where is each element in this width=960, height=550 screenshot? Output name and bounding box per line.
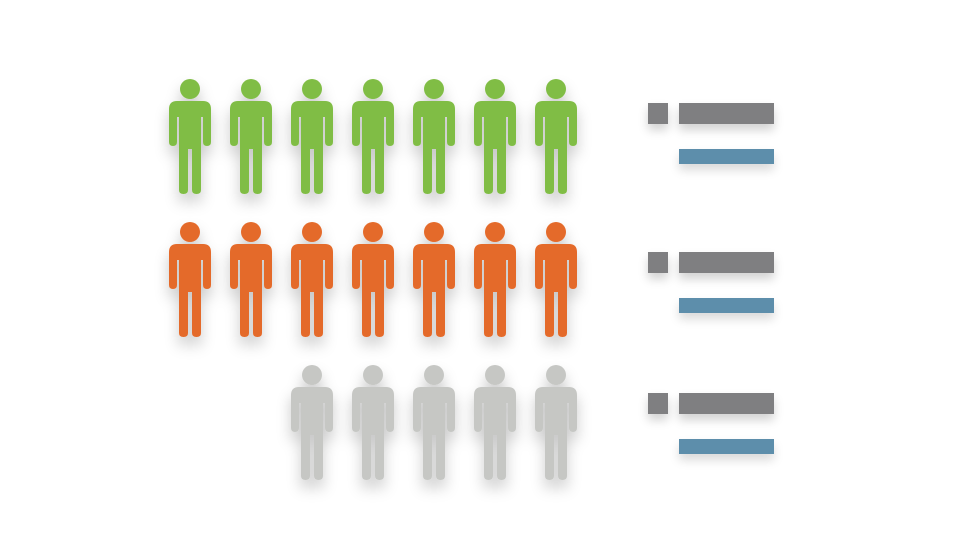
legend-label-placeholder-3 xyxy=(679,393,774,414)
person-icon xyxy=(535,222,577,337)
legend-swatch-2 xyxy=(648,252,668,273)
pictograph-row-2 xyxy=(169,222,577,337)
pictograph-rows xyxy=(169,79,577,480)
legend-row-3 xyxy=(648,393,774,463)
person-icon xyxy=(352,365,394,480)
person-icon xyxy=(169,79,211,194)
person-icon xyxy=(474,222,516,337)
legend-swatch-3 xyxy=(648,393,668,414)
legend-row-2 xyxy=(648,252,774,322)
person-icon xyxy=(169,222,211,337)
person-icon xyxy=(474,79,516,194)
person-icon xyxy=(413,222,455,337)
pictograph-row-1 xyxy=(169,79,577,194)
person-icon xyxy=(352,79,394,194)
legend-value-placeholder-3 xyxy=(679,439,774,454)
person-icon xyxy=(413,79,455,194)
person-icon xyxy=(230,222,272,337)
person-icon xyxy=(352,222,394,337)
legend-value-placeholder-1 xyxy=(679,149,774,164)
person-icon xyxy=(535,365,577,480)
legend-label-placeholder-2 xyxy=(679,252,774,273)
person-icon xyxy=(474,365,516,480)
person-icon xyxy=(291,79,333,194)
legend-row-1 xyxy=(648,103,774,173)
legend-swatch-1 xyxy=(648,103,668,124)
person-icon xyxy=(413,365,455,480)
legend-value-placeholder-2 xyxy=(679,298,774,313)
person-icon xyxy=(291,222,333,337)
person-icon xyxy=(230,79,272,194)
legend-label-placeholder-1 xyxy=(679,103,774,124)
pictograph-row-3 xyxy=(291,365,577,480)
person-icon xyxy=(535,79,577,194)
person-icon xyxy=(291,365,333,480)
